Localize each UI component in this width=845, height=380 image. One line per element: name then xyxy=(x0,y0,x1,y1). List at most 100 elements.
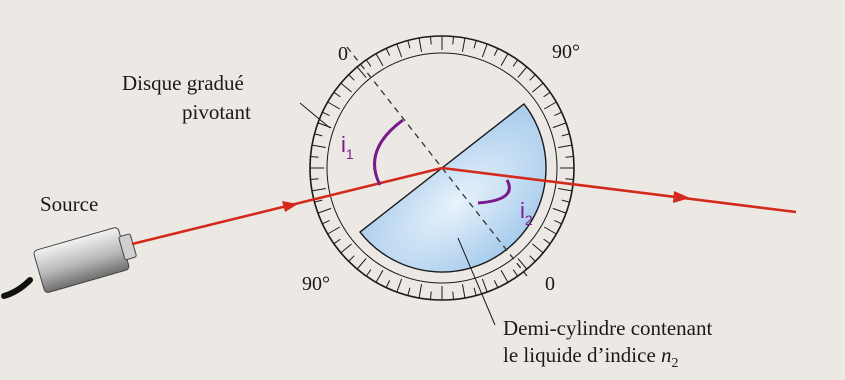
angle-i1-letter: i xyxy=(341,132,346,157)
graduation-tick xyxy=(543,238,551,245)
normal-line xyxy=(346,46,528,277)
liquid-region xyxy=(359,102,547,273)
cylinder-label-line1: Demi-cylindre contenant xyxy=(503,316,712,340)
angle-i2-arc xyxy=(477,179,511,205)
graduation-tick xyxy=(396,43,403,58)
graduation-tick xyxy=(311,187,326,192)
half-cylinder xyxy=(359,102,547,273)
graduation-tick xyxy=(554,111,562,117)
graduation-tick xyxy=(385,280,391,288)
graduation-tick xyxy=(552,122,567,129)
graduated-disk xyxy=(309,35,575,301)
graduation-tick xyxy=(473,40,477,49)
graduation-tick xyxy=(452,291,454,300)
scale-label-top-left: 0 xyxy=(338,43,348,65)
graduation-tick xyxy=(517,66,528,78)
graduation-tick xyxy=(310,156,319,158)
cylinder-label-line2: le liquide d’indice n2 xyxy=(503,343,679,371)
angle-i1-sub: 1 xyxy=(346,146,354,162)
graduation-tick xyxy=(356,258,367,270)
graduation-tick xyxy=(565,178,574,180)
graduation-tick xyxy=(340,243,352,254)
light-source xyxy=(1,227,137,299)
graduation-tick xyxy=(558,187,573,192)
graduation-tick xyxy=(430,291,432,300)
graduation-tick xyxy=(493,280,499,288)
graduation-tick xyxy=(327,226,341,235)
graduation-tick xyxy=(561,199,570,203)
graduation-tick xyxy=(481,278,488,293)
scale-label-top-right: 90° xyxy=(552,41,580,63)
index-subscript: 2 xyxy=(672,356,679,371)
angle-i2-label: i2 xyxy=(520,198,533,228)
graduation-tick xyxy=(529,255,536,262)
angle-i2-letter: i xyxy=(520,198,525,223)
graduation-tick xyxy=(500,269,509,283)
graduation-tick xyxy=(500,53,509,67)
graduation-tick xyxy=(452,36,454,45)
graduation-tick xyxy=(532,243,544,254)
graduation-tick xyxy=(356,66,367,78)
index-symbol: n xyxy=(661,343,672,367)
graduation-tick xyxy=(543,91,551,98)
graduation-tick xyxy=(327,101,341,110)
source-label: Source xyxy=(40,192,98,216)
graduation-tick xyxy=(340,82,352,93)
incident-arrowhead xyxy=(282,201,298,212)
graduation-tick xyxy=(322,219,330,225)
source-cable xyxy=(1,277,33,299)
graduation-tick xyxy=(565,156,574,158)
graduation-tick xyxy=(461,37,466,52)
graduation-tick xyxy=(348,255,355,262)
graduation-tick xyxy=(493,48,499,56)
graduation-tick xyxy=(517,258,528,270)
graduation-tick xyxy=(322,111,330,117)
graduation-tick xyxy=(481,43,488,58)
scale-label-bottom-right: 0 xyxy=(545,273,555,295)
scale-label-bottom-left: 90° xyxy=(302,273,330,295)
disk-inner-ring xyxy=(326,52,558,284)
graduation-tick xyxy=(461,284,466,299)
graduation-tick xyxy=(317,207,332,214)
graduation-tick xyxy=(314,199,323,203)
graduation-tick xyxy=(311,144,326,149)
graduation-tick xyxy=(333,91,341,98)
cylinder-label-text: le liquide d’indice xyxy=(503,343,661,367)
graduation-tick xyxy=(314,133,323,137)
graduation-tick xyxy=(512,59,519,67)
graduation-tick xyxy=(529,74,536,81)
disk-label-line1: Disque gradué xyxy=(122,71,244,95)
graduation-tick xyxy=(396,278,403,293)
graduation-tick xyxy=(385,48,391,56)
graduation-tick xyxy=(407,287,411,296)
graduation-tick xyxy=(407,40,411,49)
graduation-tick xyxy=(365,269,372,277)
disk-label-leader xyxy=(299,102,331,129)
graduation-tick xyxy=(365,59,372,67)
graduation-tick xyxy=(552,207,567,214)
graduation-tick xyxy=(310,178,319,180)
graduation-tick xyxy=(418,284,423,299)
graduation-tick xyxy=(532,82,544,93)
graduation-tick xyxy=(348,74,355,81)
refracted-arrowhead xyxy=(673,191,690,203)
refracted-beam xyxy=(441,166,797,214)
disk-label-line2: pivotant xyxy=(182,100,251,124)
graduation-tick xyxy=(375,269,384,283)
angle-i2-sub: 2 xyxy=(525,212,533,228)
graduation-tick xyxy=(554,219,562,225)
graduation-tick xyxy=(333,238,341,245)
angle-i1-arc xyxy=(373,118,404,186)
graduation-tick xyxy=(375,53,384,67)
graduation-tick xyxy=(418,37,423,52)
graduation-tick xyxy=(512,269,519,277)
graduation-tick xyxy=(430,36,432,45)
graduation-tick xyxy=(473,287,477,296)
graduation-tick xyxy=(543,101,557,110)
cylinder-label-leader xyxy=(457,237,496,326)
source-nozzle xyxy=(118,233,137,261)
angle-i1-label: i1 xyxy=(341,132,354,162)
graduation-tick xyxy=(558,144,573,149)
